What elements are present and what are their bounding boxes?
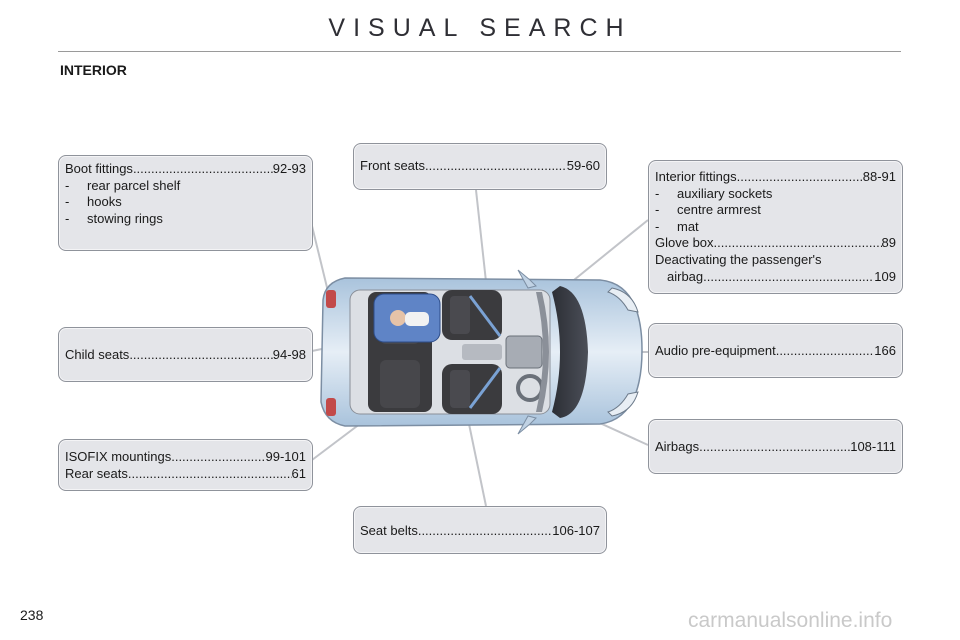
boot-fittings-entry[interactable]: Boot fittings92-93 (65, 161, 306, 178)
glove-box-entry[interactable]: Glove box89 (655, 235, 896, 252)
interior-subitem: -mat (655, 218, 699, 234)
page-title: VISUAL SEARCH (328, 14, 632, 42)
interior-fittings-entry[interactable]: Interior fittings88-91 (655, 169, 896, 186)
boot-subitem: -stowing rings (65, 210, 163, 226)
deactivate-airbag-entry[interactable]: airbag109 (655, 269, 896, 286)
audio-pre-equipment-box: Audio pre-equipment166 (648, 323, 903, 378)
front-seats-box: Front seats59-60 (353, 143, 607, 190)
boot-subitem: -rear parcel shelf (65, 177, 181, 193)
boot-fittings-box: Boot fittings92-93 -rear parcel shelf -h… (58, 155, 313, 251)
boot-subitem: -hooks (65, 194, 122, 210)
interior-fittings-box: Interior fittings88-91 -auxiliary socket… (648, 160, 903, 294)
rear-seats-entry[interactable]: Rear seats61 (65, 466, 306, 483)
interior-subitem: -centre armrest (655, 202, 761, 218)
section-heading: INTERIOR (60, 62, 127, 78)
title-divider (58, 51, 901, 52)
airbags-entry[interactable]: Airbags108-111 (655, 439, 896, 456)
seat-belts-box: Seat belts106-107 (353, 506, 607, 554)
interior-subitem: -auxiliary sockets (655, 185, 773, 201)
child-seats-box: Child seats94-98 (58, 327, 313, 382)
child-seats-entry[interactable]: Child seats94-98 (65, 347, 306, 364)
audio-pre-equipment-entry[interactable]: Audio pre-equipment166 (655, 343, 896, 360)
deactivate-airbag-line: Deactivating the passenger's (655, 251, 822, 267)
airbags-box: Airbags108-111 (648, 419, 903, 474)
watermark-text: carmanualsonline.info (688, 609, 893, 632)
front-seats-entry[interactable]: Front seats59-60 (360, 158, 600, 175)
seat-belts-entry[interactable]: Seat belts106-107 (360, 523, 600, 540)
car-top-view (320, 269, 643, 435)
isofix-box: ISOFIX mountings99-101 Rear seats61 (58, 439, 313, 491)
isofix-mountings-entry[interactable]: ISOFIX mountings99-101 (65, 449, 306, 466)
page-number: 238 (20, 607, 44, 623)
